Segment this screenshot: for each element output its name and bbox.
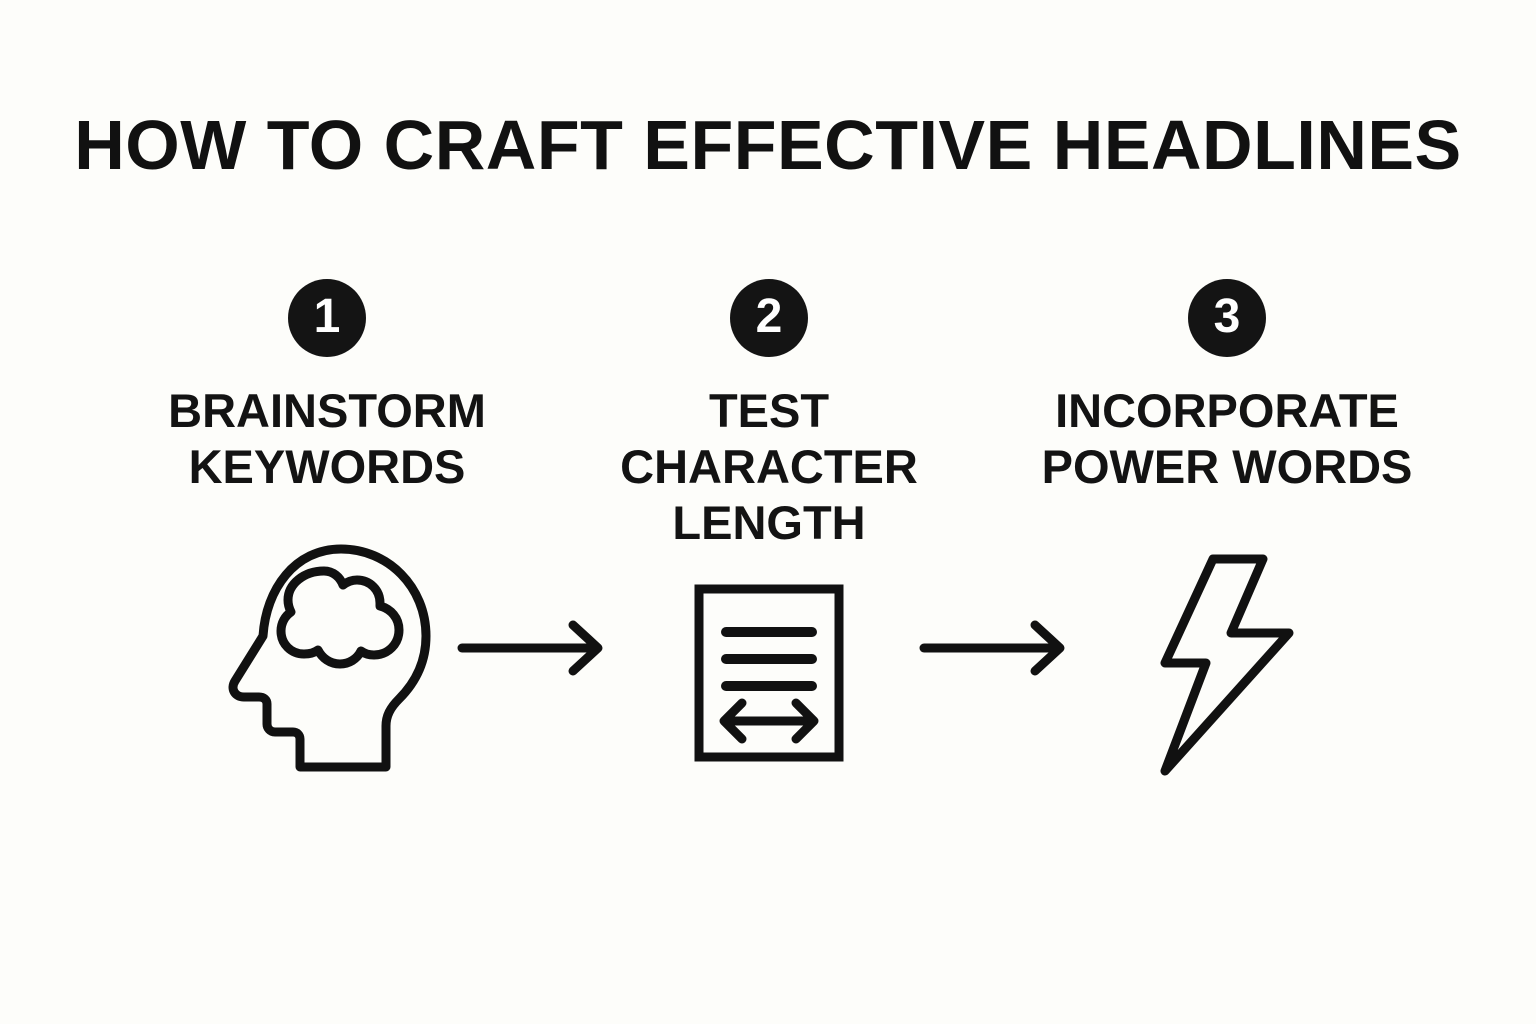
step-2-number-badge: 2 — [730, 279, 808, 357]
step-3-label-line-2: POWER WORDS — [1041, 440, 1413, 493]
lightning-bolt-icon — [1159, 553, 1295, 777]
step-1-number: 1 — [313, 289, 341, 343]
steps-row: 1 BRAINSTORM KEYWORDS 2 TES — [0, 270, 1536, 810]
step-2-icon-wrapper — [579, 580, 959, 766]
step-1-number-badge: 1 — [288, 279, 366, 357]
step-2-label-line-1: TEST — [708, 384, 830, 437]
page-title: HOW TO CRAFT EFFECTIVE HEADLINES — [74, 106, 1462, 184]
connector-arrow-2 — [919, 618, 1071, 678]
step-3: 3 INCORPORATE POWER WORDS — [1037, 270, 1417, 810]
step-3-label: INCORPORATE POWER WORDS — [1037, 383, 1417, 495]
step-3-icon-wrapper — [1037, 552, 1417, 778]
step-1-label: BRAINSTORM KEYWORDS — [137, 383, 517, 495]
step-2: 2 TEST CHARACTER LENGTH — [579, 270, 959, 810]
document-width-measure-icon — [694, 584, 844, 762]
step-3-number-badge: 3 — [1188, 279, 1266, 357]
step-2-label-line-3: LENGTH — [672, 496, 866, 549]
step-1-icon-wrapper — [137, 542, 517, 774]
step-1-label-line-2: KEYWORDS — [188, 440, 466, 493]
step-3-label-line-1: INCORPORATE — [1055, 384, 1399, 437]
step-2-label: TEST CHARACTER LENGTH — [579, 383, 959, 551]
head-profile-brain-icon — [223, 544, 431, 772]
step-2-number: 2 — [755, 289, 783, 343]
step-1-label-line-1: BRAINSTORM — [168, 384, 486, 437]
arrow-right-icon — [919, 618, 1071, 678]
connector-arrow-1 — [457, 618, 609, 678]
step-2-label-line-2: CHARACTER — [620, 440, 918, 493]
step-3-number: 3 — [1213, 289, 1241, 343]
step-1: 1 BRAINSTORM KEYWORDS — [137, 270, 517, 810]
arrow-right-icon — [457, 618, 609, 678]
